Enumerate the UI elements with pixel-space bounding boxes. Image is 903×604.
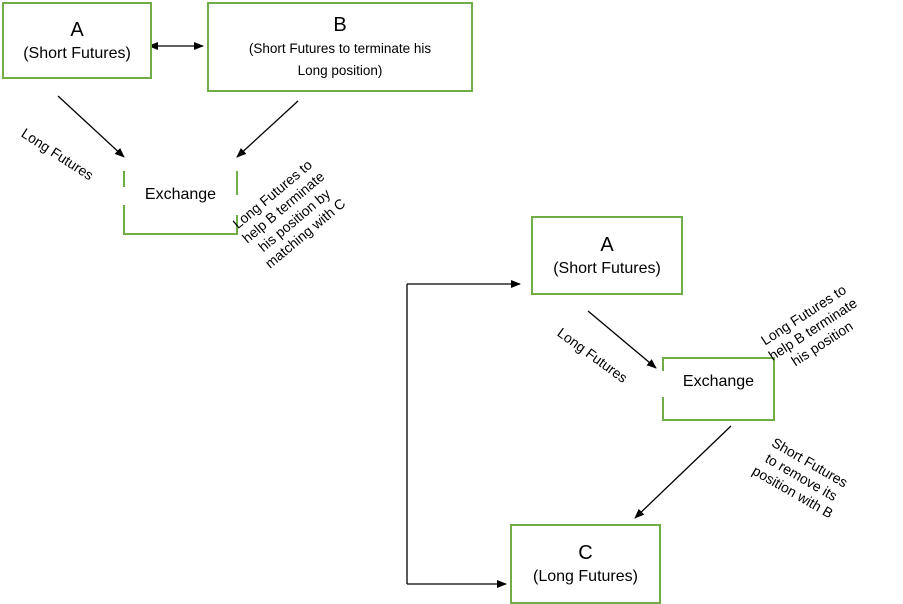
arrow-a-to-exchange-2 — [587, 310, 657, 369]
box-a2-label: (Short Futures) — [553, 259, 661, 277]
box-a2-letter: A — [600, 233, 614, 256]
arrow-a-to-exchange — [57, 95, 125, 158]
box-a-bottom: A (Short Futures) — [531, 216, 683, 295]
box-a-label: (Short Futures) — [23, 44, 131, 62]
box-c: C (Long Futures) — [510, 524, 661, 604]
box-c-letter: C — [578, 542, 593, 564]
exchange-box-top: Exchange — [123, 171, 238, 235]
box-a-top: A (Short Futures) — [2, 2, 152, 79]
arrow-exchange-to-c — [634, 425, 732, 519]
box-b-letter: B — [333, 14, 347, 36]
box-c-label: (Long Futures) — [533, 568, 638, 585]
box-a-letter: A — [70, 18, 84, 41]
exchange-label-top: Exchange — [144, 186, 217, 203]
exchange-box-bottom: Exchange — [662, 357, 775, 421]
arrow-b-to-exchange — [236, 100, 299, 158]
box-b-label-line1: (Short Futures to terminate his — [248, 41, 432, 56]
exchange-label-bottom: Exchange — [682, 373, 755, 390]
box-b: B (Short Futures to terminate his Long p… — [207, 2, 473, 92]
box-b-label-line2: Long position) — [297, 63, 383, 78]
